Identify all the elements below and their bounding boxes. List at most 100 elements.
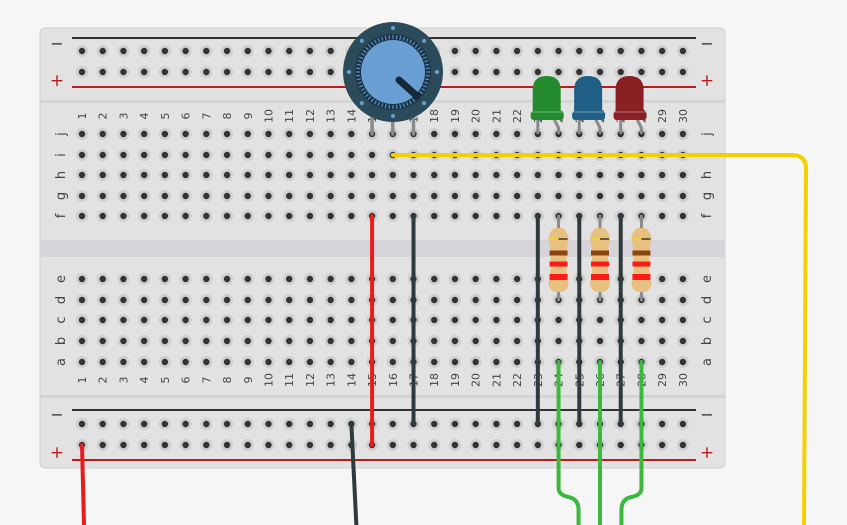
hole-g6[interactable] bbox=[182, 192, 189, 200]
hole-i14[interactable] bbox=[348, 151, 355, 159]
rail-hole[interactable] bbox=[493, 47, 500, 55]
hole-h13[interactable] bbox=[327, 171, 334, 179]
hole-c5[interactable] bbox=[161, 316, 169, 324]
hole-a16[interactable] bbox=[389, 358, 396, 366]
hole-a18[interactable] bbox=[431, 358, 438, 366]
rail-hole[interactable] bbox=[182, 68, 189, 76]
hole-g8[interactable] bbox=[223, 192, 231, 200]
hole-c3[interactable] bbox=[120, 316, 127, 324]
rail-hole[interactable] bbox=[203, 68, 210, 76]
hole-e21[interactable] bbox=[493, 275, 500, 283]
hole-a11[interactable] bbox=[286, 358, 293, 366]
hole-h23[interactable] bbox=[534, 171, 542, 179]
hole-f19[interactable] bbox=[451, 212, 459, 220]
hole-e7[interactable] bbox=[203, 275, 210, 283]
hole-j10[interactable] bbox=[265, 130, 272, 138]
hole-a30[interactable] bbox=[679, 358, 687, 366]
hole-d2[interactable] bbox=[99, 296, 106, 304]
hole-a20[interactable] bbox=[472, 358, 479, 366]
hole-d16[interactable] bbox=[389, 296, 396, 304]
rail-hole[interactable] bbox=[161, 420, 169, 428]
hole-f30[interactable] bbox=[679, 212, 687, 220]
hole-f3[interactable] bbox=[120, 212, 127, 220]
hole-f4[interactable] bbox=[140, 212, 148, 220]
hole-a14[interactable] bbox=[348, 358, 355, 366]
hole-f22[interactable] bbox=[513, 212, 521, 220]
rail-hole[interactable] bbox=[493, 68, 500, 76]
hole-d12[interactable] bbox=[306, 296, 314, 304]
hole-e3[interactable] bbox=[120, 275, 127, 283]
hole-c16[interactable] bbox=[389, 316, 396, 324]
hole-f7[interactable] bbox=[203, 212, 210, 220]
hole-c9[interactable] bbox=[244, 316, 251, 324]
hole-e2[interactable] bbox=[99, 275, 106, 283]
rail-hole[interactable] bbox=[389, 441, 396, 449]
hole-b8[interactable] bbox=[223, 337, 231, 345]
hole-j6[interactable] bbox=[182, 130, 189, 138]
rail-hole[interactable] bbox=[431, 420, 438, 428]
hole-d13[interactable] bbox=[327, 296, 334, 304]
hole-h25[interactable] bbox=[576, 171, 583, 179]
hole-a5[interactable] bbox=[161, 358, 169, 366]
hole-c29[interactable] bbox=[658, 316, 666, 324]
hole-h22[interactable] bbox=[513, 171, 521, 179]
hole-h9[interactable] bbox=[244, 171, 251, 179]
hole-h21[interactable] bbox=[493, 171, 500, 179]
rail-hole[interactable] bbox=[286, 420, 293, 428]
rail-hole[interactable] bbox=[451, 47, 459, 55]
hole-b11[interactable] bbox=[286, 337, 293, 345]
rail-hole[interactable] bbox=[658, 68, 666, 76]
hole-j3[interactable] bbox=[120, 130, 127, 138]
hole-f14[interactable] bbox=[348, 212, 355, 220]
hole-d19[interactable] bbox=[451, 296, 459, 304]
hole-b13[interactable] bbox=[327, 337, 334, 345]
hole-j13[interactable] bbox=[327, 130, 334, 138]
rail-hole[interactable] bbox=[534, 47, 542, 55]
rail-hole[interactable] bbox=[306, 47, 314, 55]
rail-hole[interactable] bbox=[679, 441, 687, 449]
hole-g28[interactable] bbox=[638, 192, 645, 200]
hole-a9[interactable] bbox=[244, 358, 251, 366]
hole-g11[interactable] bbox=[286, 192, 293, 200]
rail-hole[interactable] bbox=[472, 68, 479, 76]
hole-j12[interactable] bbox=[306, 130, 314, 138]
hole-j18[interactable] bbox=[431, 130, 438, 138]
hole-g12[interactable] bbox=[306, 192, 314, 200]
rail-hole[interactable] bbox=[679, 420, 687, 428]
hole-d3[interactable] bbox=[120, 296, 127, 304]
hole-g27[interactable] bbox=[617, 192, 624, 200]
rail-hole[interactable] bbox=[140, 68, 148, 76]
hole-g16[interactable] bbox=[389, 192, 396, 200]
hole-a6[interactable] bbox=[182, 358, 189, 366]
hole-b26[interactable] bbox=[596, 337, 604, 345]
rail-hole[interactable] bbox=[306, 441, 314, 449]
hole-e30[interactable] bbox=[679, 275, 687, 283]
hole-i9[interactable] bbox=[244, 151, 251, 159]
hole-c20[interactable] bbox=[472, 316, 479, 324]
hole-b19[interactable] bbox=[451, 337, 459, 345]
hole-d29[interactable] bbox=[658, 296, 666, 304]
hole-f8[interactable] bbox=[223, 212, 231, 220]
hole-b21[interactable] bbox=[493, 337, 500, 345]
hole-j8[interactable] bbox=[223, 130, 231, 138]
hole-e29[interactable] bbox=[658, 275, 666, 283]
hole-h14[interactable] bbox=[348, 171, 355, 179]
hole-a1[interactable] bbox=[78, 358, 86, 366]
hole-g30[interactable] bbox=[679, 192, 687, 200]
hole-g26[interactable] bbox=[596, 192, 604, 200]
rail-hole[interactable] bbox=[99, 47, 106, 55]
rail-hole[interactable] bbox=[327, 441, 334, 449]
hole-h3[interactable] bbox=[120, 171, 127, 179]
hole-a2[interactable] bbox=[99, 358, 106, 366]
hole-e1[interactable] bbox=[78, 275, 86, 283]
hole-b18[interactable] bbox=[431, 337, 438, 345]
hole-a3[interactable] bbox=[120, 358, 127, 366]
hole-c12[interactable] bbox=[306, 316, 314, 324]
hole-e12[interactable] bbox=[306, 275, 314, 283]
hole-a21[interactable] bbox=[493, 358, 500, 366]
hole-b6[interactable] bbox=[182, 337, 189, 345]
rail-hole[interactable] bbox=[99, 441, 106, 449]
rail-hole[interactable] bbox=[596, 68, 604, 76]
rail-hole[interactable] bbox=[244, 420, 251, 428]
hole-f20[interactable] bbox=[472, 212, 479, 220]
